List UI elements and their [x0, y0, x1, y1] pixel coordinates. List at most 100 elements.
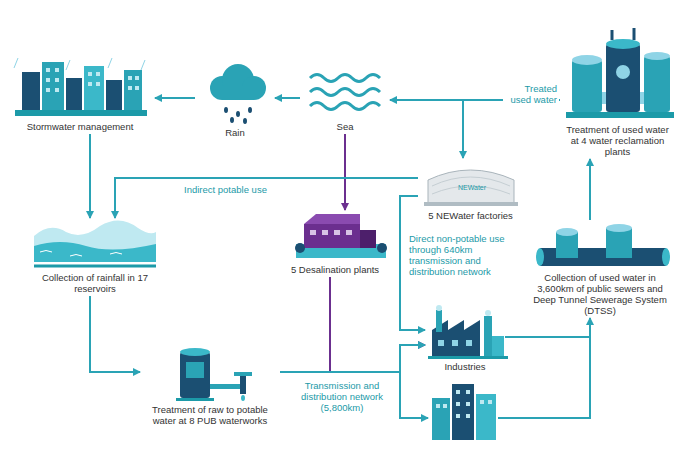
art-shape: [135, 86, 139, 90]
art-shape: [452, 384, 474, 440]
art-shape: [230, 117, 234, 123]
art-shape: [96, 82, 100, 86]
art-shape: [436, 305, 442, 311]
reservoir-icon: [34, 220, 156, 266]
art-shape: [224, 107, 228, 113]
sewer-pipes-icon: [536, 224, 670, 266]
art-shape: [46, 88, 50, 92]
art-shape: [310, 75, 380, 82]
art-shape: [428, 356, 508, 359]
node-caption: Collection of used water in 3,600km of p…: [525, 270, 675, 318]
art-shape: [438, 340, 472, 346]
reclamation-node: Treatment of used water at 4 water recla…: [560, 22, 675, 159]
art-shape: [334, 230, 340, 235]
art-shape: [602, 92, 606, 104]
art-shape: [436, 404, 440, 408]
sea-node: Sea: [300, 55, 390, 134]
node-caption: 5 Desalination plants: [280, 262, 390, 277]
flow-arrow: [463, 100, 560, 158]
flow-arrow: [155, 97, 195, 99]
node-caption: Treatment of raw to potable water at 8 P…: [140, 402, 280, 428]
node-caption: 5 NEWater factories: [418, 208, 523, 223]
art-shape: [236, 111, 240, 117]
art-shape: [34, 220, 156, 262]
art-shape: [34, 265, 156, 268]
art-shape: [644, 52, 670, 60]
art-shape: [248, 107, 252, 113]
art-shape: [310, 230, 352, 235]
art-shape: [66, 78, 82, 110]
art-shape: [42, 62, 64, 110]
art-shape: [572, 60, 602, 112]
art-shape: [241, 395, 245, 401]
node-caption: Collection of rainfall in 17 reservoirs: [30, 270, 160, 296]
art-shape: [536, 248, 544, 266]
art-shape: [438, 340, 444, 346]
art-shape: [606, 39, 640, 49]
node-caption: Industries: [425, 359, 505, 374]
rain-cloud-icon: [210, 64, 266, 124]
reclamation-plant-icon: [566, 28, 674, 118]
art-shape: [322, 230, 328, 235]
art-shape: [456, 402, 460, 406]
supply-branch-line: [400, 372, 428, 418]
flow-label: Treated used water: [503, 82, 559, 106]
art-shape: [66, 60, 70, 70]
art-shape: [360, 230, 376, 248]
art-shape: [180, 348, 210, 356]
art-shape: [55, 88, 59, 92]
art-shape: [480, 400, 484, 404]
art-shape: [55, 78, 59, 82]
art-shape: [46, 68, 139, 92]
art-shape: [14, 58, 18, 68]
art-shape: [96, 72, 100, 76]
node-caption: Rain: [195, 125, 275, 140]
art-shape: [310, 89, 380, 96]
rain-node: Rain: [195, 55, 275, 140]
art-shape: [443, 404, 447, 408]
art-shape: [556, 228, 578, 236]
art-shape: [106, 80, 122, 110]
desalination-node: 5 Desalination plants: [280, 210, 390, 277]
art-shape: [55, 68, 59, 72]
art-shape: [180, 352, 210, 398]
art-shape: [466, 390, 470, 394]
flow-arrow: [589, 159, 591, 220]
art-shape: [304, 224, 360, 248]
art-shape: [436, 390, 492, 418]
node-caption: Treatment of used water at 4 water recla…: [560, 122, 675, 159]
art-shape: [466, 414, 470, 418]
stormwater-node: Stormwater management: [5, 55, 155, 134]
industries-node: Industries: [425, 303, 505, 374]
art-shape: [108, 58, 112, 68]
art-shape: [304, 214, 360, 224]
flow-arrow: [344, 134, 346, 210]
newater-factory-icon: [424, 170, 518, 206]
art-shape: [606, 224, 632, 232]
art-shape: [662, 248, 670, 266]
art-shape: [34, 242, 156, 262]
art-shape: [176, 398, 214, 401]
factory-icon: [428, 305, 508, 359]
art-shape: [424, 202, 518, 206]
waterworks-icon: [176, 348, 252, 401]
art-shape: [432, 398, 450, 440]
art-shape: [310, 230, 316, 235]
art-shape: [46, 78, 50, 82]
stormwater-icon: [14, 58, 147, 116]
art-shape: [377, 243, 387, 253]
flow-arrow: [89, 134, 91, 218]
sewer-feed-line: [498, 337, 590, 418]
node-caption: Sea: [300, 119, 390, 134]
art-shape: [644, 56, 670, 112]
art-shape: [606, 44, 640, 112]
art-shape: [640, 92, 644, 104]
art-shape: [22, 72, 40, 110]
flow-arrow: [280, 345, 425, 372]
art-shape: [436, 310, 442, 332]
buildings-icon: [432, 384, 496, 440]
art-shape: [466, 402, 470, 406]
flow-arrow: [275, 97, 300, 99]
art-shape: [128, 86, 132, 90]
